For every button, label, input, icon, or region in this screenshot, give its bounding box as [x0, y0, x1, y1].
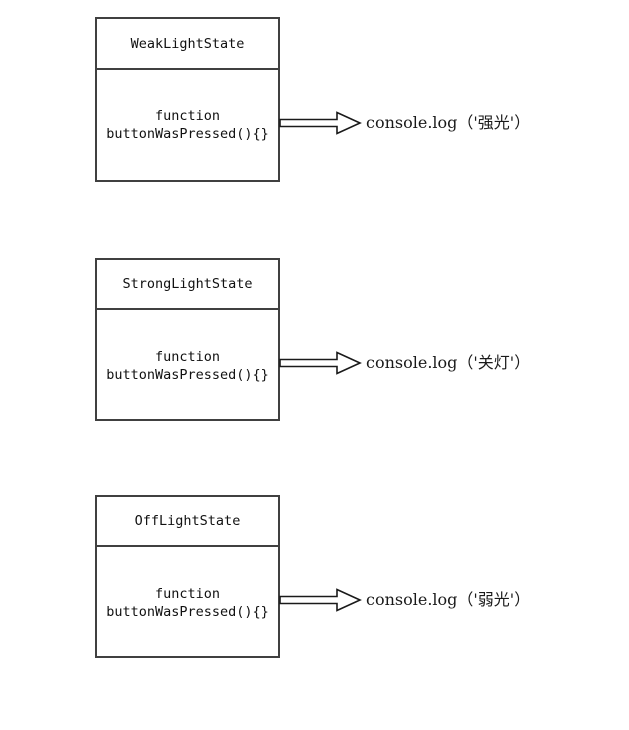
class-name-weak-light-state: WeakLightState: [97, 19, 278, 70]
method-signature: buttonWasPressed(){}: [106, 604, 269, 620]
class-members-strong-light-state: function buttonWasPressed(){}: [97, 310, 278, 419]
class-members-off-light-state: function buttonWasPressed(){}: [97, 547, 278, 656]
method-signature: buttonWasPressed(){}: [106, 367, 269, 383]
method-keyword: function: [154, 349, 221, 365]
class-name-strong-light-state: StrongLightState: [97, 260, 278, 310]
flow-arrow-off-light-state: [279, 588, 362, 612]
console-log-label-off-light-state: console.log（'弱光'）: [366, 592, 530, 608]
console-log-label-strong-light-state: console.log（'关灯'）: [366, 355, 530, 371]
console-log-argument: （'关灯'）: [457, 353, 531, 372]
uml-class-box-weak-light-state[interactable]: WeakLightState function buttonWasPressed…: [95, 17, 280, 182]
uml-class-box-off-light-state[interactable]: OffLightState function buttonWasPressed(…: [95, 495, 280, 658]
method-keyword: function: [154, 108, 221, 124]
method-signature: buttonWasPressed(){}: [106, 126, 269, 142]
method-keyword: function: [154, 586, 221, 602]
console-log-call: console.log: [366, 353, 458, 372]
console-log-call: console.log: [366, 113, 458, 132]
class-name-off-light-state: OffLightState: [97, 497, 278, 547]
console-log-label-weak-light-state: console.log（'强光'）: [366, 115, 530, 131]
console-log-argument: （'强光'）: [457, 113, 531, 132]
flow-arrow-weak-light-state: [279, 111, 362, 135]
class-members-weak-light-state: function buttonWasPressed(){}: [97, 70, 278, 180]
console-log-argument: （'弱光'）: [457, 590, 531, 609]
uml-class-box-strong-light-state[interactable]: StrongLightState function buttonWasPress…: [95, 258, 280, 421]
flow-arrow-strong-light-state: [279, 351, 362, 375]
console-log-call: console.log: [366, 590, 458, 609]
